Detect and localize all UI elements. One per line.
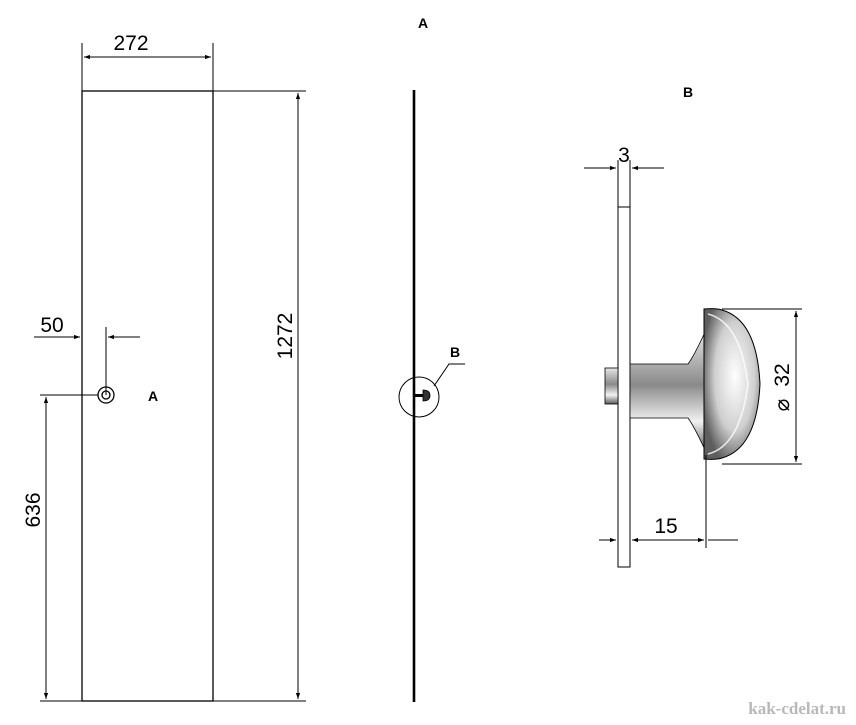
plate-thickness-dimension: 3 — [584, 144, 664, 207]
knob-head-highlight — [707, 313, 749, 455]
callout-b-leader — [433, 363, 465, 387]
callout-a-label: A — [148, 388, 158, 404]
width-dimension: 272 — [81, 32, 214, 91]
watermark: kak-cdelat.ru — [748, 699, 846, 718]
height-dimension-value: 1272 — [274, 313, 297, 360]
view-a-title: A — [418, 15, 428, 31]
knob-stem — [629, 329, 707, 453]
knob-projection-value: 15 — [654, 515, 677, 538]
door-panel-outline — [81, 90, 214, 702]
detail-view-b: B 3 32 ⌀ — [584, 84, 802, 568]
side-view-a: A B — [398, 15, 465, 702]
door-plate-section — [617, 206, 631, 568]
knob-side-symbol — [414, 389, 431, 402]
knob-back-stub — [604, 367, 619, 405]
plate-thickness-value: 3 — [618, 144, 630, 167]
detail-b-circle — [398, 376, 440, 418]
offset-dimension-value: 50 — [40, 314, 63, 337]
knob-side-head — [422, 389, 431, 402]
width-dimension-value: 272 — [113, 32, 148, 55]
knob-head — [703, 308, 761, 460]
knob-diameter-dimension: 32 ⌀ — [722, 308, 802, 465]
diameter-symbol: ⌀ — [771, 399, 794, 412]
view-b-title: B — [683, 84, 693, 100]
knob-projection-dimension: 15 — [599, 455, 738, 548]
knob-inner-circle — [101, 390, 111, 400]
offset-dimension: 50 — [34, 314, 140, 395]
knob-height-dimension-value: 636 — [22, 492, 45, 527]
knob-side-stem — [414, 394, 423, 397]
knob-height-dimension: 636 — [22, 394, 98, 702]
knob-diameter-value: 32 — [771, 363, 794, 386]
callout-b-label: B — [450, 344, 460, 360]
front-view: 272 1272 50 A 636 — [22, 32, 306, 702]
height-dimension: 1272 — [213, 90, 306, 702]
